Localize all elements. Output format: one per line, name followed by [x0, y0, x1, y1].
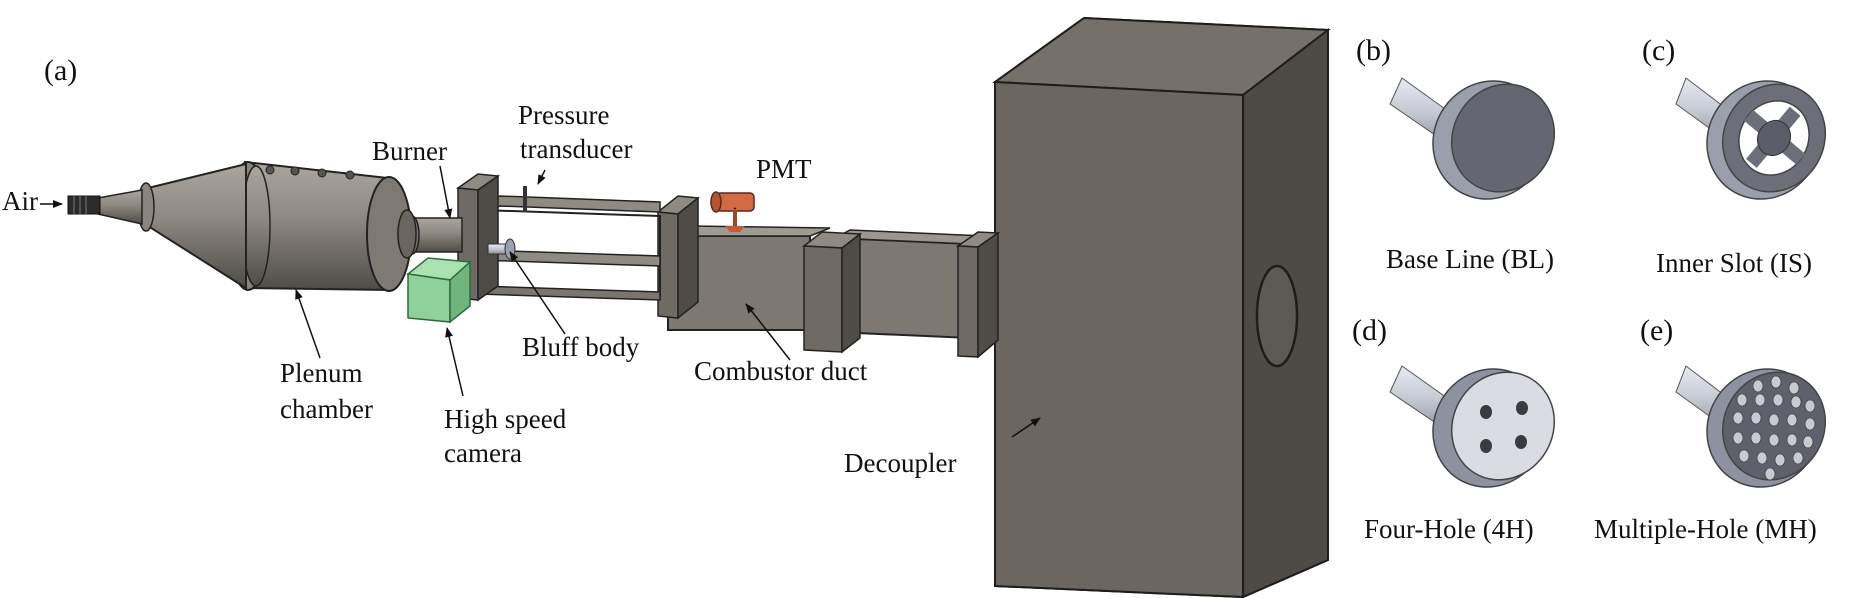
plenum-label-1: Plenum — [280, 358, 363, 388]
variant-mh-label: Multiple-Hole (MH) — [1594, 514, 1817, 544]
camera-label-1: High speed — [444, 404, 567, 434]
bluff-body-label: Bluff body — [522, 332, 640, 362]
decoupler-port — [1255, 264, 1299, 368]
camera-label-2: camera — [444, 438, 522, 468]
panel-e-label: (e) — [1640, 314, 1673, 347]
plenum-chamber-shape — [67, 160, 417, 292]
pmt-shape — [710, 191, 755, 232]
decoupler-label: Decoupler — [844, 448, 956, 478]
decoupler-box — [992, 16, 1331, 598]
pressure-label-2: transducer — [520, 134, 632, 164]
pressure-label-1: Pressure — [518, 100, 609, 130]
air-label: Air — [2, 186, 38, 216]
variant-is-label: Inner Slot (IS) — [1656, 248, 1812, 278]
high-speed-camera-shape — [406, 257, 472, 324]
combustor-duct-label: Combustor duct — [694, 356, 868, 386]
panel-c-label: (c) — [1642, 34, 1675, 67]
variant-bl-label: Base Line (BL) — [1386, 244, 1554, 274]
pressure-transducer-shape — [523, 186, 527, 212]
panel-a-label: (a) — [44, 54, 77, 87]
pmt-label: PMT — [756, 154, 812, 184]
leader-arrows — [40, 165, 1041, 438]
plenum-label-2: chamber — [280, 394, 373, 424]
bluff-body-4h — [1389, 365, 1556, 488]
panel-d-label: (d) — [1352, 314, 1387, 347]
burner-label: Burner — [372, 136, 447, 166]
variant-4h-label: Four-Hole (4H) — [1364, 514, 1534, 544]
bluff-body-mh — [1675, 365, 1827, 488]
bluff-body-bl — [1389, 77, 1556, 200]
panel-b-label: (b) — [1356, 34, 1391, 67]
combustor-duct-shape — [455, 173, 1001, 359]
bluff-body-is — [1675, 77, 1827, 200]
